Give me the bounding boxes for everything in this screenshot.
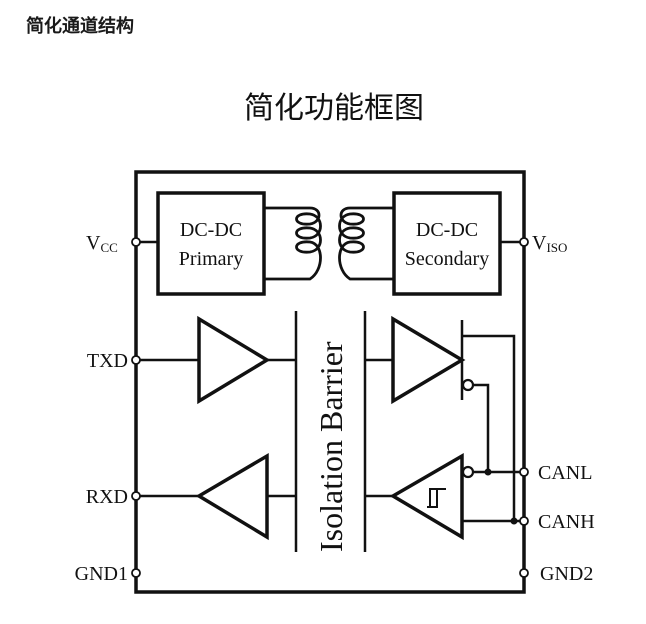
transformer-primary-coil <box>264 206 322 281</box>
dcdc-secondary-line1: DC-DC <box>416 219 478 241</box>
pin-gnd2 <box>519 568 529 578</box>
label-vcc: VCC <box>86 232 118 255</box>
label-canh: CANH <box>538 511 595 533</box>
can-receiver <box>389 452 464 541</box>
isolation-barrier-label: Isolation Barrier <box>313 341 349 552</box>
label-gnd2: GND2 <box>540 563 593 585</box>
pin-gnd1 <box>131 568 141 578</box>
pin-vcc <box>131 237 141 247</box>
label-viso: VISO <box>532 232 567 255</box>
pin-canh <box>519 516 529 526</box>
pin-canl <box>519 467 529 477</box>
label-canl: CANL <box>538 462 592 484</box>
rxd-output-buffer <box>195 452 269 541</box>
pin-viso <box>519 237 529 247</box>
dcdc-secondary-block: DC-DC Secondary <box>392 191 502 296</box>
dcdc-primary-block: DC-DC Primary <box>156 191 266 296</box>
txd-input-buffer <box>197 315 271 405</box>
dcdc-primary-line1: DC-DC <box>180 219 242 241</box>
section-title: 简化通道结构 <box>26 16 134 37</box>
diagram-title: 简化功能框图 <box>244 91 424 126</box>
transformer-secondary-coil <box>338 206 394 281</box>
label-gnd1: GND1 <box>75 563 128 585</box>
dcdc-primary-line2: Primary <box>179 248 243 270</box>
schmitt-trigger-icon <box>427 488 446 508</box>
chip-outline <box>134 170 526 594</box>
label-txd: TXD <box>87 350 128 372</box>
dcdc-secondary-line2: Secondary <box>405 248 489 270</box>
label-rxd: RXD <box>86 486 128 508</box>
pin-rxd <box>131 491 141 501</box>
pin-txd <box>131 355 141 365</box>
can-driver <box>391 315 466 405</box>
